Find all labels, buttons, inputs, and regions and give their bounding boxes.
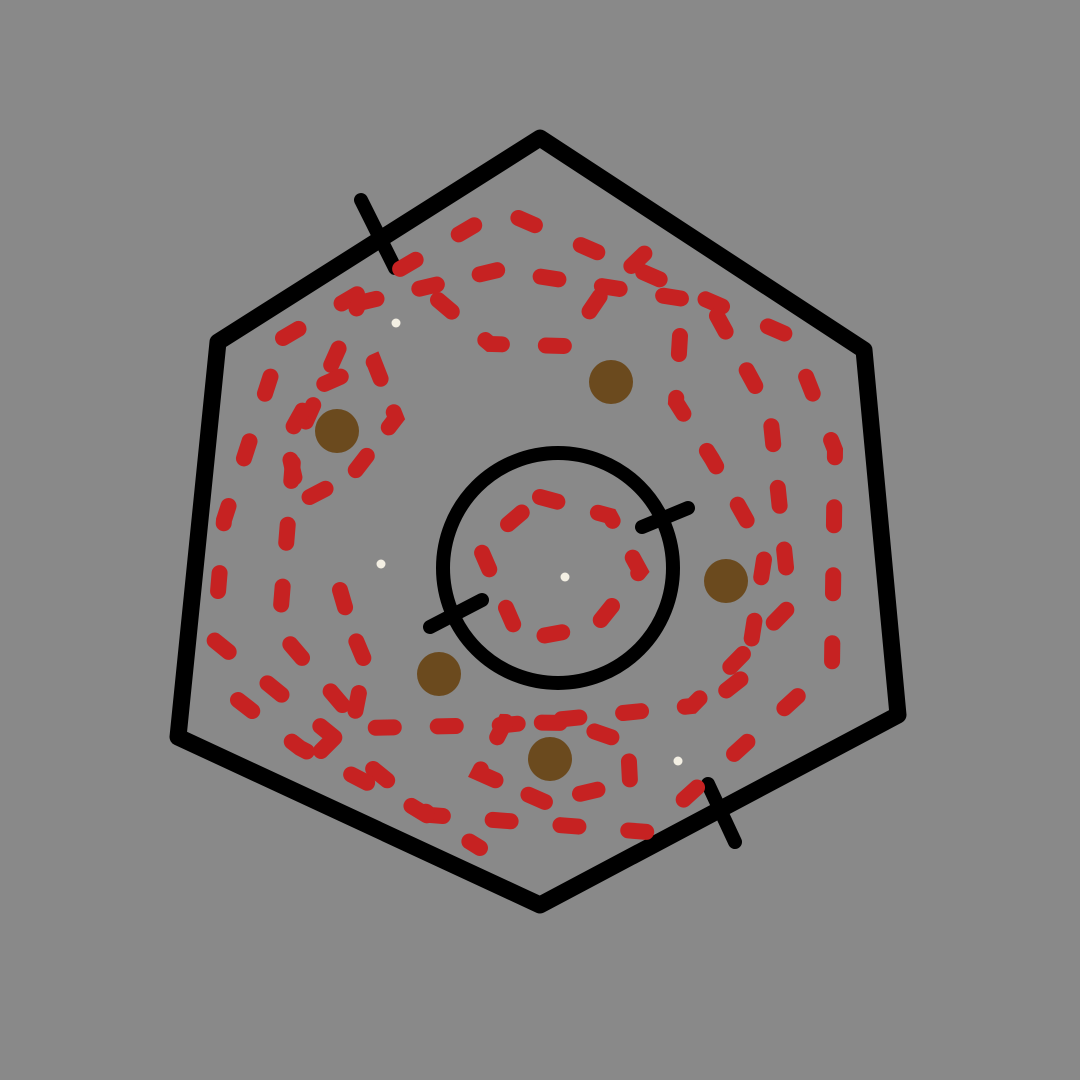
outer-dashed-ring [205,201,844,841]
outer-hexagon-wall [169,129,907,914]
collectible-dot[interactable] [704,559,748,603]
marker-dot [673,756,683,766]
outer-top-left-gate[interactable] [354,193,402,275]
collectible-dot[interactable] [528,737,572,781]
collectible-dot[interactable] [417,652,461,696]
inner-right-gate[interactable] [635,501,695,534]
marker-dot [391,318,401,328]
left-dashed-loop [277,351,406,514]
lower-left-dashed-arc [230,692,488,856]
middle-dashed-ring [270,261,799,737]
inner-left-gate[interactable] [423,593,489,634]
inner-dashed-ring [470,488,650,650]
collectible-dot[interactable] [589,360,633,404]
outer-bottom-right-gate[interactable] [701,777,742,849]
marker-dot [560,572,570,582]
left-dashed-arc [302,582,374,770]
upper-dashed-arc [430,245,653,355]
marker-dot [376,559,386,569]
bottom-dashed-loop [468,713,639,811]
inner-circle-wall [436,446,680,690]
collectible-dot[interactable] [315,409,359,453]
right-dashed-arc [667,328,774,708]
